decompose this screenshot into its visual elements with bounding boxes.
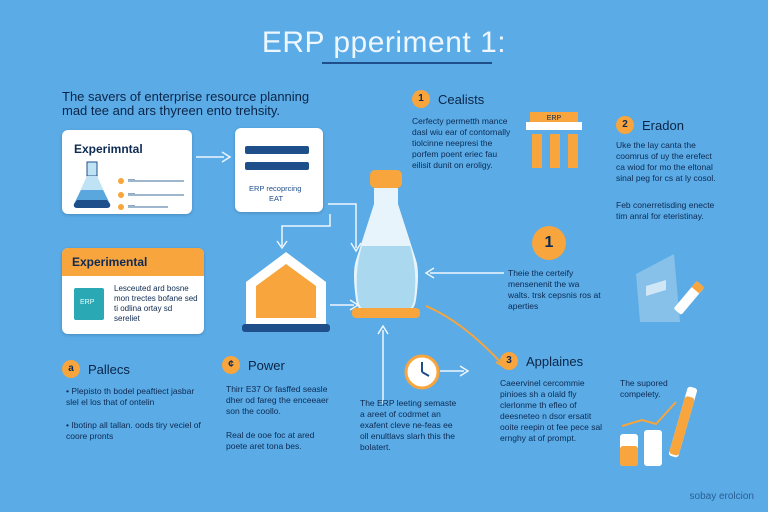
row-line (128, 180, 184, 182)
power-bullet: Real de ooe foc at ared poete aret tona … (226, 430, 315, 451)
experimental-card-bottom-text: Lesceuted ard bosne mon trectes bofane s… (114, 284, 198, 323)
center-bottom-text: The ERP leeting semaste a areet of codrm… (360, 398, 457, 452)
stat-caption: The supored compelety. (620, 378, 668, 399)
page-title: ERP pperiment 1: (261, 26, 507, 59)
building-columns-label: ERP (282, 300, 284, 301)
document-edit-icon (636, 254, 705, 322)
row-line (128, 194, 184, 196)
flask-icon (73, 161, 111, 208)
erp-document-label: ERP (80, 299, 95, 306)
center-step-badge: 1 (532, 226, 566, 260)
realists-text: Cerfecty permetth mance dasl wiu ear of … (412, 116, 511, 170)
applaines-text: Caeervinel cercommie pinioes sh a olald … (500, 378, 603, 443)
pallecs-bullet: • Ibotinp all tallan. oods tiry veciel o… (66, 420, 201, 441)
experimental-card-bottom: Experimental ERP Lesceuted ard bosne mon… (62, 248, 204, 334)
arrow-left-icon (424, 267, 504, 279)
eradon-bullet: Feb conerretisding enecte tim anral for … (616, 200, 715, 221)
bullet-dot-icon (118, 204, 124, 210)
row-line (128, 206, 168, 208)
applaines-heading: Applaines (526, 354, 584, 369)
experimental-card-top-row-text: — (128, 202, 135, 209)
arrow-right-icon (440, 365, 470, 377)
experimental-card-bottom-title: Experimental (72, 255, 148, 269)
experimental-card-top-row-text: — (128, 190, 135, 197)
growth-chart-icon (620, 386, 698, 466)
erp-card: ERP recoprcing EAT (235, 128, 323, 212)
step-badge-2: 2 (616, 116, 634, 134)
pallecs-bullet-text: Plepisto th bodel peaftiect jasbar slel … (66, 386, 195, 407)
pallecs-bullet: • Plepisto th bodel peaftiect jasbar sle… (66, 386, 195, 407)
step-badge-3: 3 (500, 352, 518, 370)
arrow-down-icon (328, 203, 362, 253)
bullet-dot-icon (118, 178, 124, 184)
erp-card-line2: EAT (269, 194, 284, 203)
eradon-heading: Eradon (642, 118, 684, 133)
eradon-text: Uke the lay canta the coomrus of uy the … (616, 140, 716, 183)
arrow-up-icon (377, 324, 389, 404)
erp-card-line1: ERP recoprcing (249, 184, 302, 193)
experimental-card-top-title: Experimntal (74, 142, 143, 156)
columns-icon-label: ERP (547, 115, 562, 122)
bottle-icon (352, 170, 420, 318)
arrow-down-icon (276, 214, 331, 250)
realists-heading: Cealists (438, 92, 485, 107)
step-badge-a: a (62, 360, 80, 378)
clock-icon (404, 354, 440, 390)
erp-card-bar (245, 146, 309, 154)
building-icon (242, 252, 330, 332)
intro-text: The savers of enterprise resource planni… (62, 89, 310, 118)
power-text: Thirr E37 Or fasffed seasle dher od fare… (226, 384, 329, 416)
columns-icon: ERP (526, 112, 582, 168)
center-text: Theie the certeify mensenenit the wa wal… (508, 268, 601, 311)
experimental-card-top-row-text: — (128, 176, 135, 183)
power-heading: Power (248, 358, 285, 373)
experimental-card-bottom-header: Experimental (62, 248, 204, 276)
step-badge-c: ¢ (222, 356, 240, 374)
footer-watermark: sobay erolcion (689, 491, 754, 502)
title-underline (322, 62, 492, 64)
step-badge-1: 1 (412, 90, 430, 108)
experimental-card-top: Experimntal — — — (62, 130, 192, 214)
bullet-dot-icon (118, 192, 124, 198)
erp-document-icon: ERP (74, 288, 104, 320)
pallecs-heading: Pallecs (88, 362, 130, 377)
erp-card-bar (245, 162, 309, 170)
pallecs-bullet-text: Ibotinp all tallan. oods tiry veciel of … (66, 420, 201, 441)
arrow-right-icon (196, 151, 232, 163)
